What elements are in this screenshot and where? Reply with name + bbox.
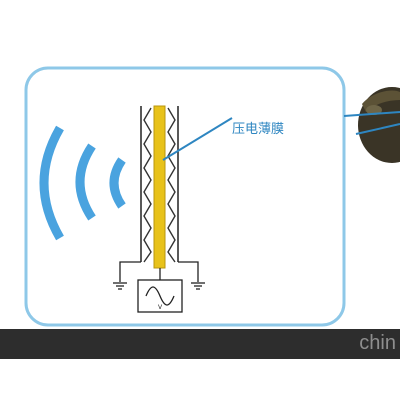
ground-symbol-icon — [191, 282, 205, 290]
product-label: eTouch-FW/FD — [200, 96, 315, 112]
sound-wave-arc-outer — [39, 125, 64, 241]
product-subtitle: 压电薄膜 — [232, 122, 285, 137]
bottom-bar: chin — [0, 329, 400, 359]
diagram-panel — [24, 66, 346, 327]
wire-right — [178, 261, 199, 282]
sine-wave-icon — [145, 286, 175, 306]
zigzag-layer-left — [143, 107, 152, 263]
callout-pointer — [162, 117, 233, 161]
voltmeter-unit: V — [158, 304, 163, 311]
zigzag-layer-right — [167, 107, 176, 263]
sound-wave-arc-middle — [75, 143, 96, 221]
ground-symbol-icon — [113, 282, 127, 290]
circuit-wiring — [119, 261, 199, 282]
sound-wave-arc-inner — [109, 157, 126, 209]
sensor-probe-icon — [343, 87, 400, 163]
piezo-film — [153, 105, 166, 269]
watermark-text: chin — [359, 332, 396, 354]
sound-wave-icon — [39, 125, 126, 241]
wire-left — [119, 261, 141, 282]
